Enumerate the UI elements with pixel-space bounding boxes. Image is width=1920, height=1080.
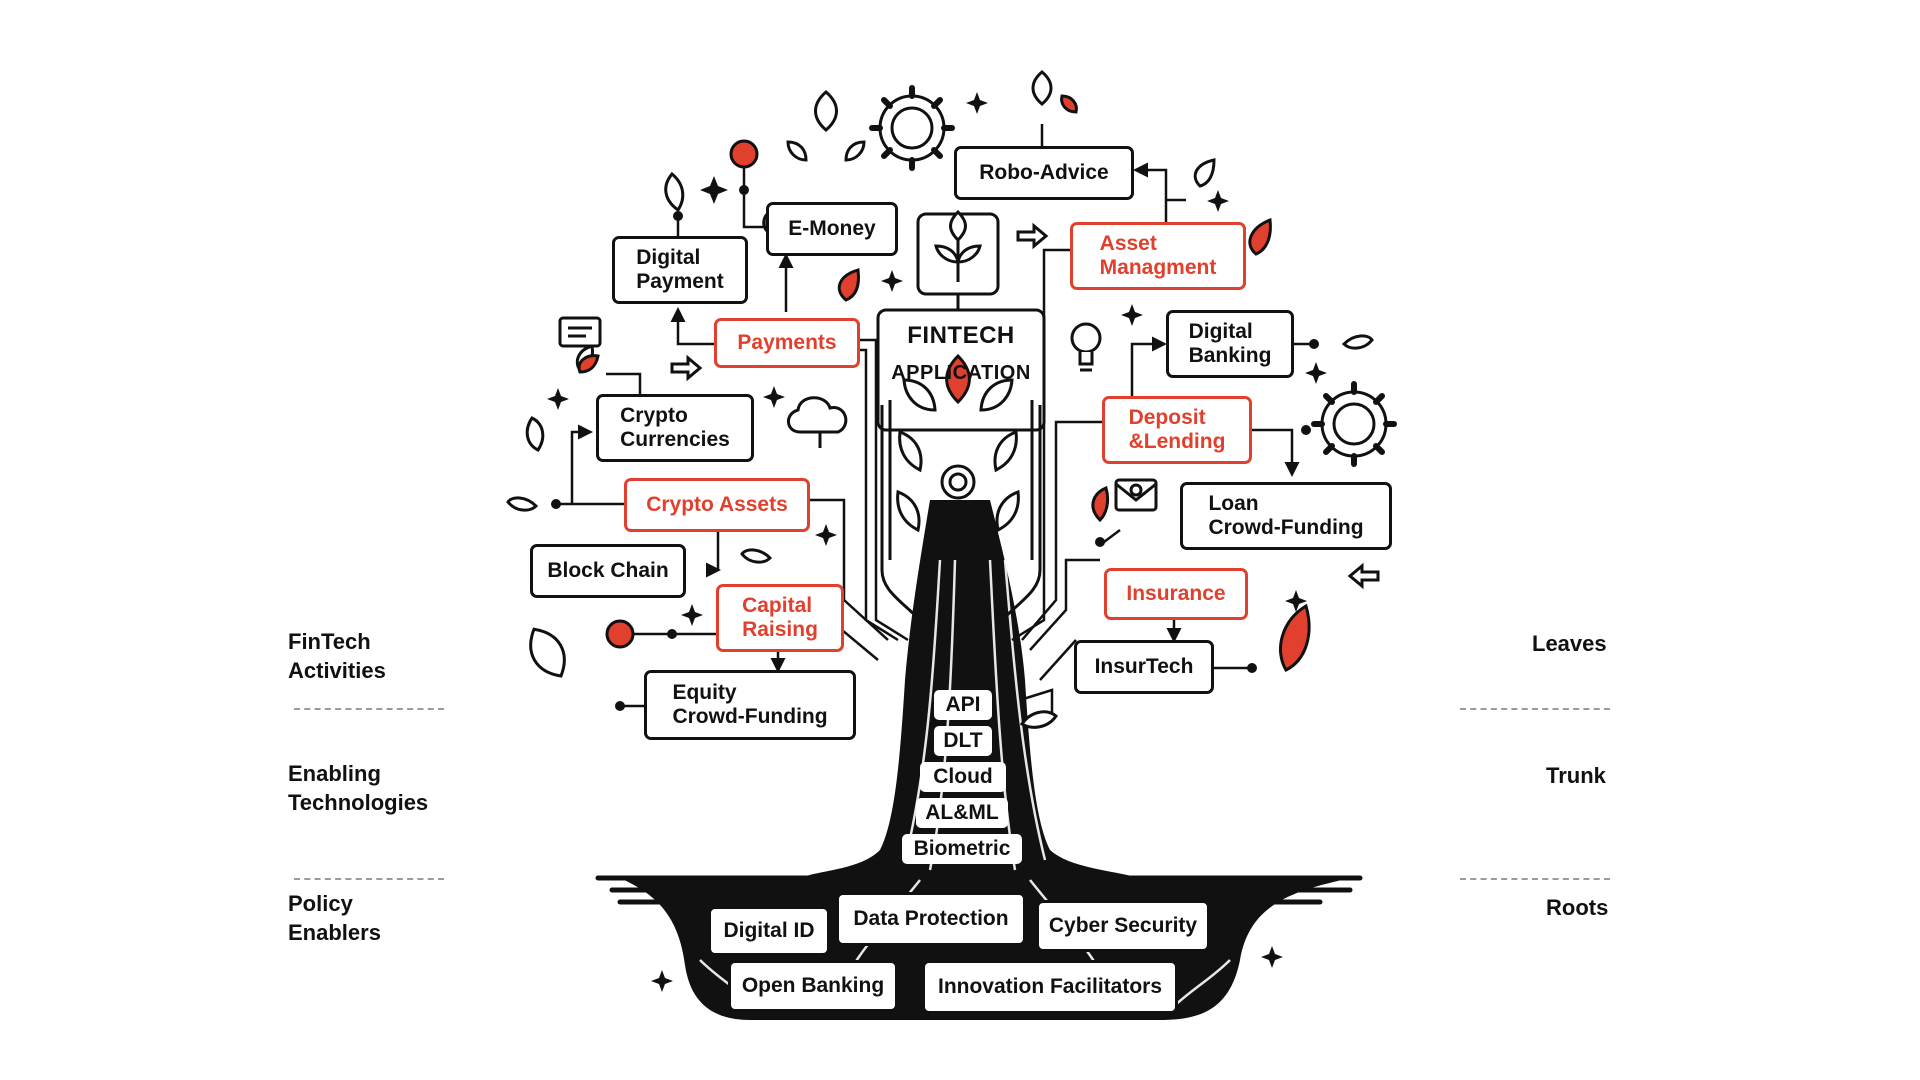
bloom-icon	[896, 353, 1020, 533]
data-protection-box[interactable]: Data Protection	[836, 892, 1026, 946]
open-banking-box[interactable]: Open Banking	[728, 960, 898, 1012]
arrow-icon	[670, 222, 1380, 590]
divider-right-top	[1460, 708, 1610, 710]
gear-icon	[878, 94, 1388, 458]
cyber-security-box[interactable]: Cyber Security	[1036, 900, 1210, 952]
divider-left-bottom	[294, 878, 444, 880]
legend-trunk: Trunk	[1546, 763, 1606, 788]
asset-management-box[interactable]: Asset Managment	[1070, 222, 1246, 290]
divider-left-top	[294, 708, 444, 710]
joint-dots	[551, 185, 1319, 711]
tech-biometric: Biometric	[902, 834, 1022, 864]
digital-payment-box[interactable]: Digital Payment	[612, 236, 748, 304]
tech-ai-ml: AL&ML	[916, 798, 1008, 828]
digital-id-box[interactable]: Digital ID	[708, 906, 830, 956]
tech-dlt: DLT	[934, 726, 992, 756]
sprout-icon	[916, 209, 1000, 296]
innovation-facilitators-box[interactable]: Innovation Facilitators	[922, 960, 1178, 1014]
loan-crowd-funding-box[interactable]: Loan Crowd-Funding	[1180, 482, 1392, 550]
chat-icon	[558, 316, 602, 348]
digital-banking-box[interactable]: Digital Banking	[1166, 310, 1294, 378]
payments-box[interactable]: Payments	[714, 318, 860, 368]
center-title-line2: APPLICATION	[891, 362, 1031, 384]
legend-enabling-technologies: Enabling Technologies	[288, 761, 429, 815]
legend-roots: Roots	[1546, 895, 1609, 920]
crypto-currencies-box[interactable]: Crypto Currencies	[596, 394, 754, 462]
tech-api: API	[934, 690, 992, 720]
cloud-icon	[787, 396, 848, 448]
legend-fintech-activities: FinTech Activities	[288, 629, 386, 683]
insurtech-box[interactable]: InsurTech	[1074, 640, 1214, 694]
legend-policy-enablers: Policy Enablers	[288, 891, 381, 945]
sparkle-icon	[547, 92, 1327, 992]
robo-advice-box[interactable]: Robo-Advice	[954, 146, 1134, 200]
capital-raising-box[interactable]: Capital Raising	[716, 584, 844, 652]
pin-icon	[605, 139, 759, 649]
tech-cloud: Cloud	[920, 762, 1006, 792]
trunk-shape	[800, 500, 1140, 878]
legend-leaves: Leaves	[1532, 631, 1607, 656]
crypto-assets-box[interactable]: Crypto Assets	[624, 478, 810, 532]
lightbulb-icon	[1070, 322, 1102, 372]
center-title-line1: FINTECH	[907, 322, 1015, 349]
equity-crowd-funding-box[interactable]: Equity Crowd-Funding	[644, 670, 856, 740]
envelope-icon	[1114, 478, 1158, 512]
deposit-lending-box[interactable]: Deposit &Lending	[1102, 396, 1252, 464]
insurance-box[interactable]: Insurance	[1104, 568, 1248, 620]
block-chain-box[interactable]: Block Chain	[530, 544, 686, 598]
divider-right-bottom	[1460, 878, 1610, 880]
e-money-box[interactable]: E-Money	[766, 202, 898, 256]
leaf-icon	[506, 70, 1374, 729]
